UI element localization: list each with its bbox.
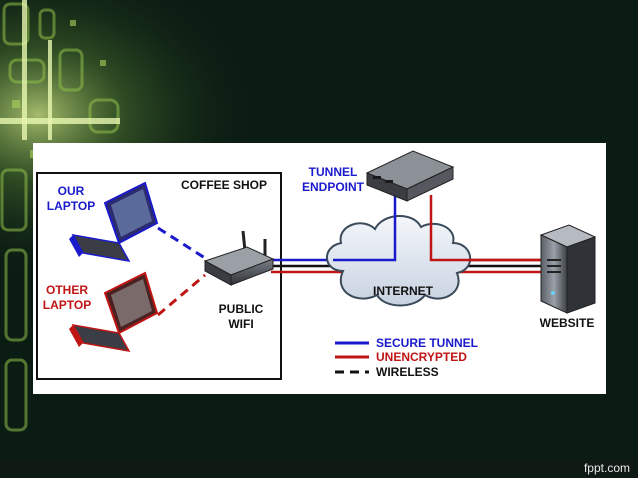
legend-label-unencrypted: UNENCRYPTED: [376, 350, 467, 364]
our-laptop-icon: [69, 181, 159, 263]
diagram-card: COFFEE SHOP OUR LAPTOP OTHER LAPTOP PUBL…: [33, 143, 606, 394]
tunnel-endpoint-server-icon: [365, 150, 455, 202]
other-laptop-label-line1: OTHER: [46, 283, 88, 297]
internet-label: INTERNET: [373, 284, 434, 298]
public-wifi-label-line1: PUBLIC: [219, 302, 264, 316]
coffee-shop-label: COFFEE SHOP: [181, 178, 267, 192]
our-laptop-label-line1: OUR: [58, 184, 85, 198]
internet-cloud: [326, 214, 472, 307]
wireless-link-our-laptop: [157, 226, 206, 260]
other-laptop-label-line2: LAPTOP: [43, 298, 91, 312]
website-label: WEBSITE: [540, 316, 595, 330]
our-laptop-label-line2: LAPTOP: [47, 199, 95, 213]
wireless-link-other-laptop: [157, 273, 206, 317]
public-wifi-label-line2: WIFI: [228, 317, 253, 331]
public-wifi-router-icon: [203, 230, 275, 286]
other-laptop-icon: [69, 271, 159, 353]
coffee-shop-boundary: [36, 172, 282, 380]
legend-label-wireless: WIRELESS: [376, 365, 439, 379]
tunnel-endpoint-label-line1: TUNNEL: [309, 165, 358, 179]
footer-bar: [0, 458, 638, 478]
legend: SECURE TUNNEL UNENCRYPTED WIRELESS: [335, 336, 478, 379]
tunnel-lines: [333, 195, 541, 262]
tunnel-endpoint-label-line2: ENDPOINT: [302, 180, 365, 194]
brand-label: fppt.com: [583, 461, 630, 475]
network-diagram: COFFEE SHOP OUR LAPTOP OTHER LAPTOP PUBL…: [36, 150, 597, 380]
website-server-icon: [539, 224, 597, 314]
legend-label-secure-tunnel: SECURE TUNNEL: [376, 336, 478, 350]
